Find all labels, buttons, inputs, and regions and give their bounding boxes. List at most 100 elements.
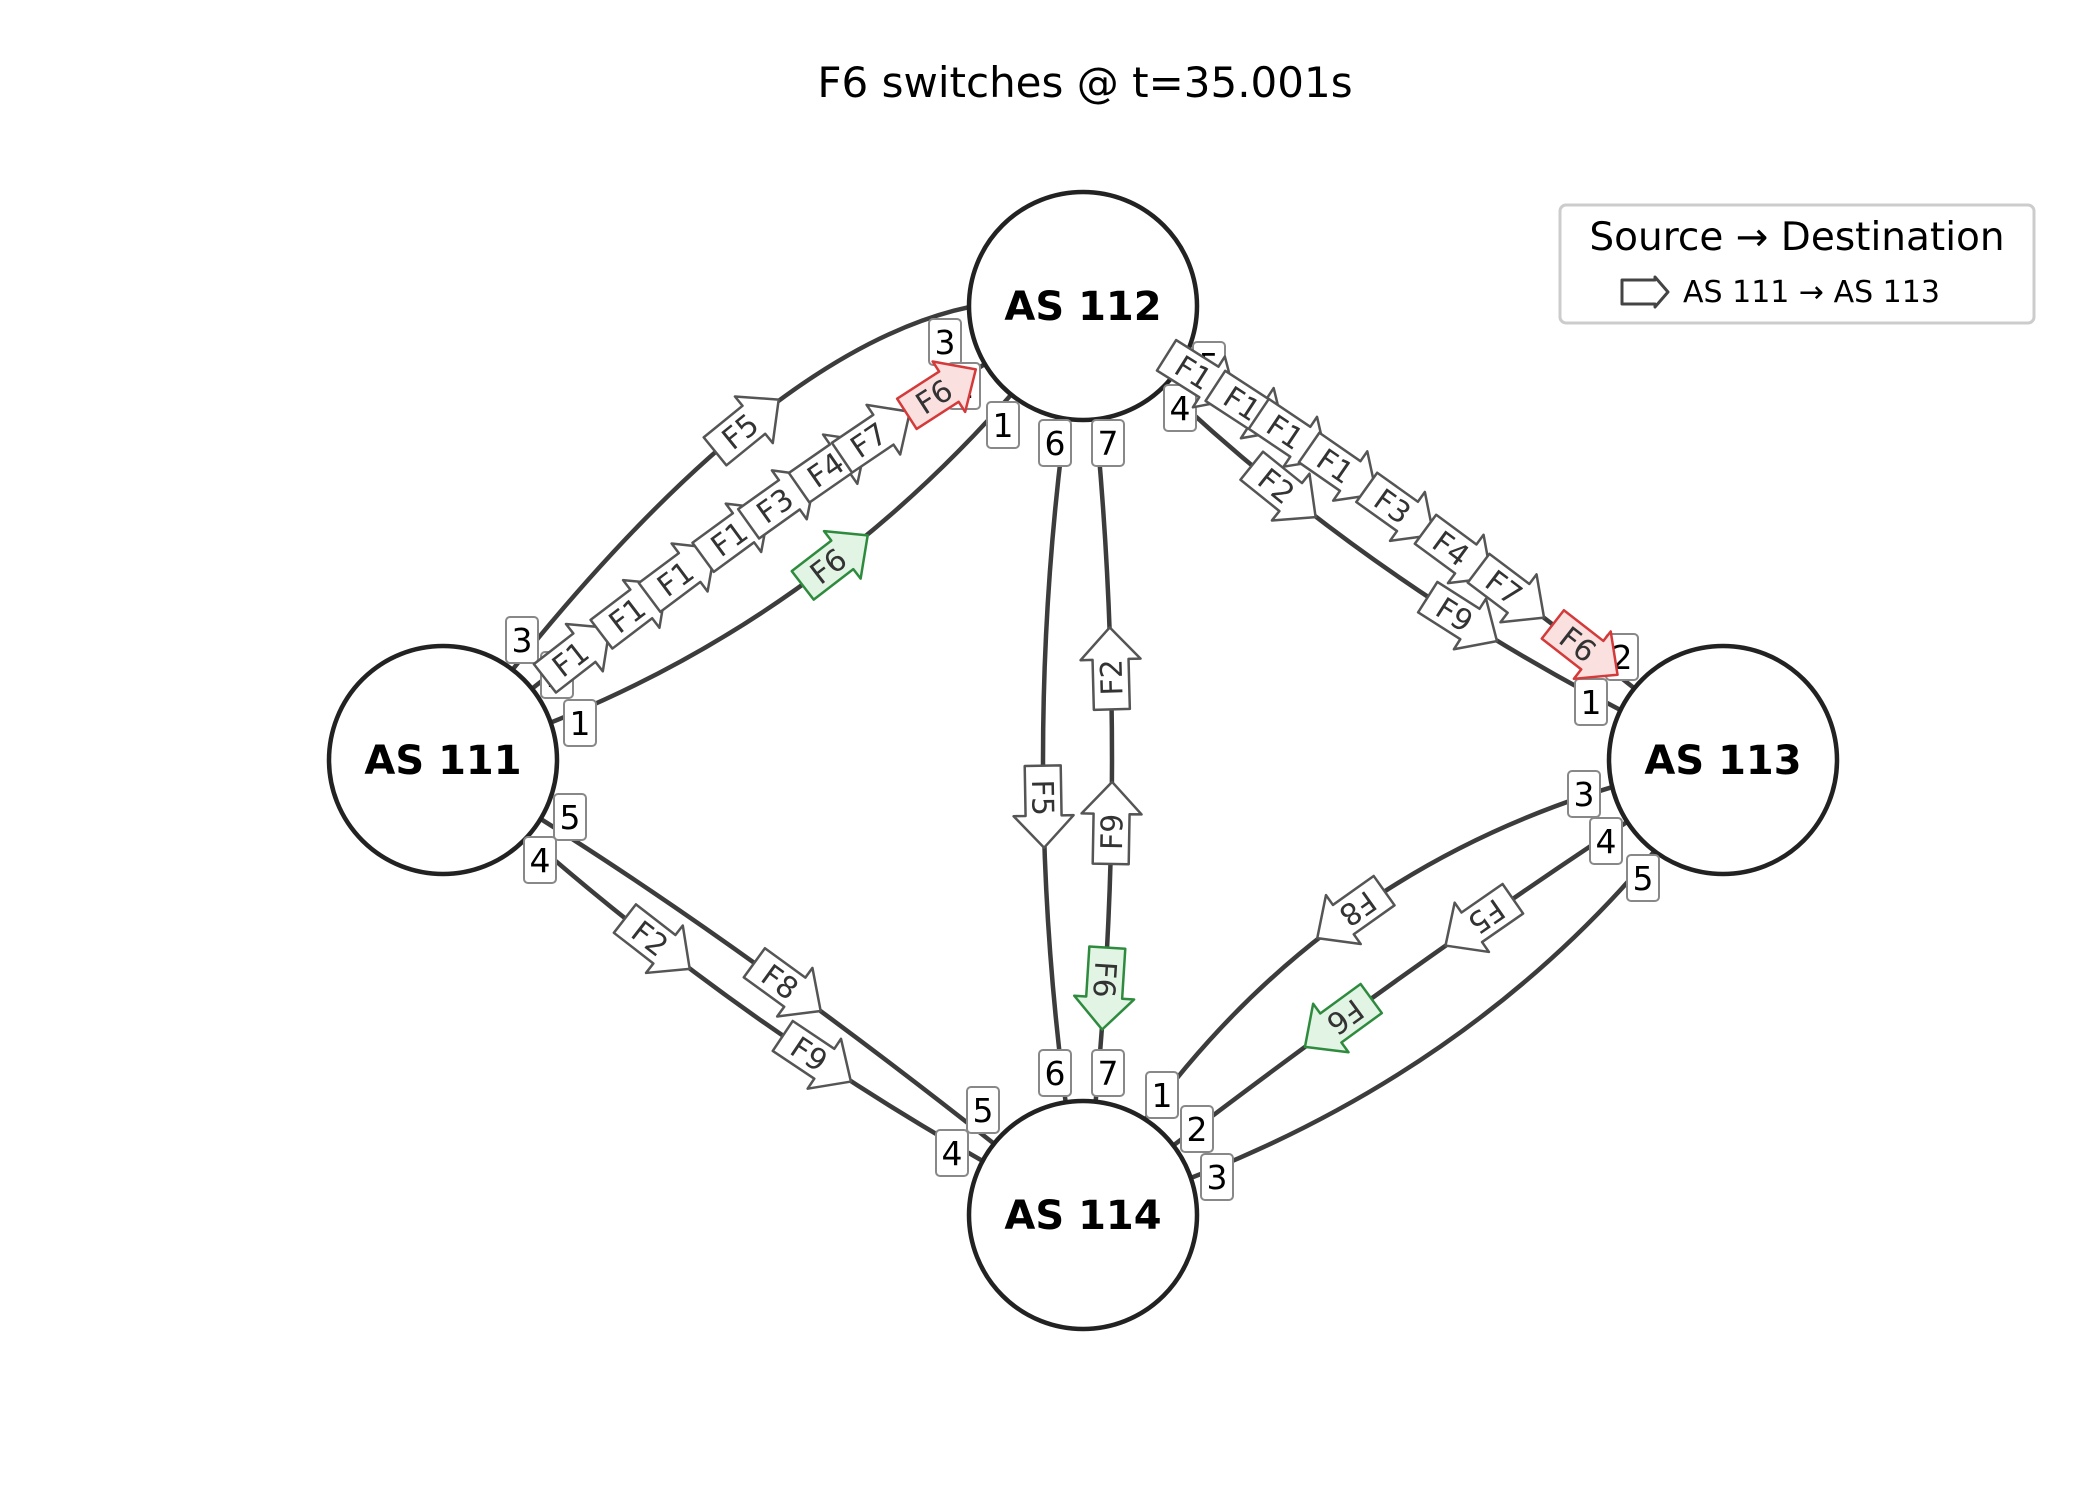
port-box xyxy=(1574,678,1608,726)
flow-arrow-shape xyxy=(612,903,691,975)
legend-entry: AS 111 → AS 113 xyxy=(1683,275,1940,310)
port-label: 5 xyxy=(966,1086,1000,1134)
port-number: 6 xyxy=(1045,424,1066,463)
port-box xyxy=(986,401,1020,449)
flow-arrow-shape xyxy=(1303,982,1384,1054)
diagram-title: F6 switches @ t=35.001s xyxy=(817,58,1352,107)
flow-arrow-f9: F9 xyxy=(1080,780,1143,866)
flow-arrow-f8: F8 xyxy=(742,946,822,1018)
port-box xyxy=(1038,1049,1072,1097)
node-label: AS 114 xyxy=(1004,1193,1161,1239)
port-number: 1 xyxy=(1152,1076,1173,1115)
legend-arrow-icon xyxy=(1620,275,1670,309)
flow-arrow-shape xyxy=(1316,874,1396,946)
flow-arrow-f5: F5 xyxy=(702,395,780,467)
port-label: 6 xyxy=(1038,419,1072,467)
flow-arrow-shape xyxy=(771,1019,853,1090)
port-label: 1 xyxy=(1145,1071,1179,1119)
port-number: 1 xyxy=(993,406,1014,445)
port-box xyxy=(1091,419,1125,467)
port-number: 7 xyxy=(1098,1054,1119,1093)
flow-arrow-shape xyxy=(702,395,780,467)
nodes-layer: AS 111 AS 112 AS 113 AS 114 xyxy=(326,189,1840,1332)
port-label: 2 xyxy=(1180,1105,1214,1153)
node-label: AS 113 xyxy=(1644,738,1801,784)
flow-label: F6 xyxy=(1085,960,1122,998)
port-label: 3 xyxy=(928,318,962,366)
l114-113-a-link xyxy=(1081,757,1724,1217)
port-label: 1 xyxy=(1574,678,1608,726)
node-as114: AS 114 xyxy=(966,1098,1200,1332)
node-circle xyxy=(966,189,1200,423)
port-number: 4 xyxy=(942,1134,963,1173)
node-as111: AS 111 xyxy=(326,643,560,877)
node-circle xyxy=(326,643,560,877)
flow-arrow-f6-new: F6 xyxy=(1303,982,1384,1054)
port-label: 4 xyxy=(1589,817,1623,865)
flow-arrow-shape xyxy=(1080,780,1143,866)
port-label: 5 xyxy=(553,793,587,841)
legend-box xyxy=(1558,203,2036,325)
port-label: 3 xyxy=(1567,770,1601,818)
flow-arrow-shape xyxy=(1355,471,1435,543)
node-label: AS 111 xyxy=(364,738,521,784)
flow-arrow-shape xyxy=(1079,626,1142,712)
port-number: 2 xyxy=(1187,1110,1208,1149)
port-label: 4 xyxy=(1163,384,1197,432)
port-number: 3 xyxy=(935,323,956,362)
port-box xyxy=(1567,770,1601,818)
flow-arrow-shape xyxy=(742,946,822,1018)
flow-arrow-shape xyxy=(1239,450,1317,522)
flow-arrow-shape xyxy=(1444,882,1525,954)
flow-label: F9 xyxy=(1095,813,1131,850)
port-label: 1 xyxy=(563,699,597,747)
flow-label: F2 xyxy=(1095,659,1131,696)
port-box xyxy=(523,836,557,884)
flow-arrow-shape xyxy=(1012,764,1075,849)
flow-arrow-f5: F5 xyxy=(1012,764,1075,849)
port-box xyxy=(935,1129,969,1177)
port-number: 4 xyxy=(1596,822,1617,861)
node-circle xyxy=(966,1098,1200,1332)
flow-label: F5 xyxy=(1024,779,1060,816)
port-number: 4 xyxy=(1170,389,1191,428)
port-box xyxy=(1626,854,1660,902)
flow-arrow-f6-new: F6 xyxy=(1072,945,1136,1031)
flow-arrow-shape xyxy=(532,622,611,694)
port-box xyxy=(1180,1105,1214,1153)
flow-arrow-shape xyxy=(790,529,869,601)
port-box xyxy=(1589,817,1623,865)
port-box xyxy=(1038,419,1072,467)
port-number: 3 xyxy=(512,621,533,660)
flow-arrow-shape xyxy=(895,360,978,431)
links-layer xyxy=(441,298,1725,1218)
port-label: 5 xyxy=(1626,854,1660,902)
flow-arrow-f2: F2 xyxy=(612,903,691,975)
l114-113-c-link xyxy=(1082,758,1725,1218)
flow-arrow-f9: F9 xyxy=(771,1019,853,1090)
port-number: 5 xyxy=(560,798,581,837)
port-label: 4 xyxy=(935,1129,969,1177)
flow-arrow-shape xyxy=(1540,608,1619,681)
flow-arrow-f5: F5 xyxy=(1444,882,1525,954)
node-as112: AS 112 xyxy=(966,189,1200,423)
port-label: 7 xyxy=(1091,1049,1125,1097)
flow-arrow-shape xyxy=(1297,431,1378,502)
port-box xyxy=(966,1086,1000,1134)
port-box xyxy=(1200,1153,1234,1201)
flow-arrow-shape xyxy=(830,403,912,474)
port-box xyxy=(1091,1049,1125,1097)
flow-arrow-shape xyxy=(1072,945,1136,1031)
legend-title: Source → Destination xyxy=(1589,215,2004,260)
flow-arrow-f2: F2 xyxy=(1079,626,1142,712)
port-label: 3 xyxy=(1200,1153,1234,1201)
legend: Source → Destination AS 111 → AS 113 xyxy=(1558,203,2036,325)
node-circle xyxy=(1606,643,1840,877)
port-label: 6 xyxy=(1038,1049,1072,1097)
port-number: 1 xyxy=(1581,683,1602,722)
port-box xyxy=(553,793,587,841)
port-number: 3 xyxy=(1574,775,1595,814)
flow-arrow-f6-new: F6 xyxy=(790,529,869,601)
flows-layer: F5F1F1F1F1F3F4F7F6F6F1F1F1F1F3F4F7F6F2F9… xyxy=(532,338,1619,1090)
